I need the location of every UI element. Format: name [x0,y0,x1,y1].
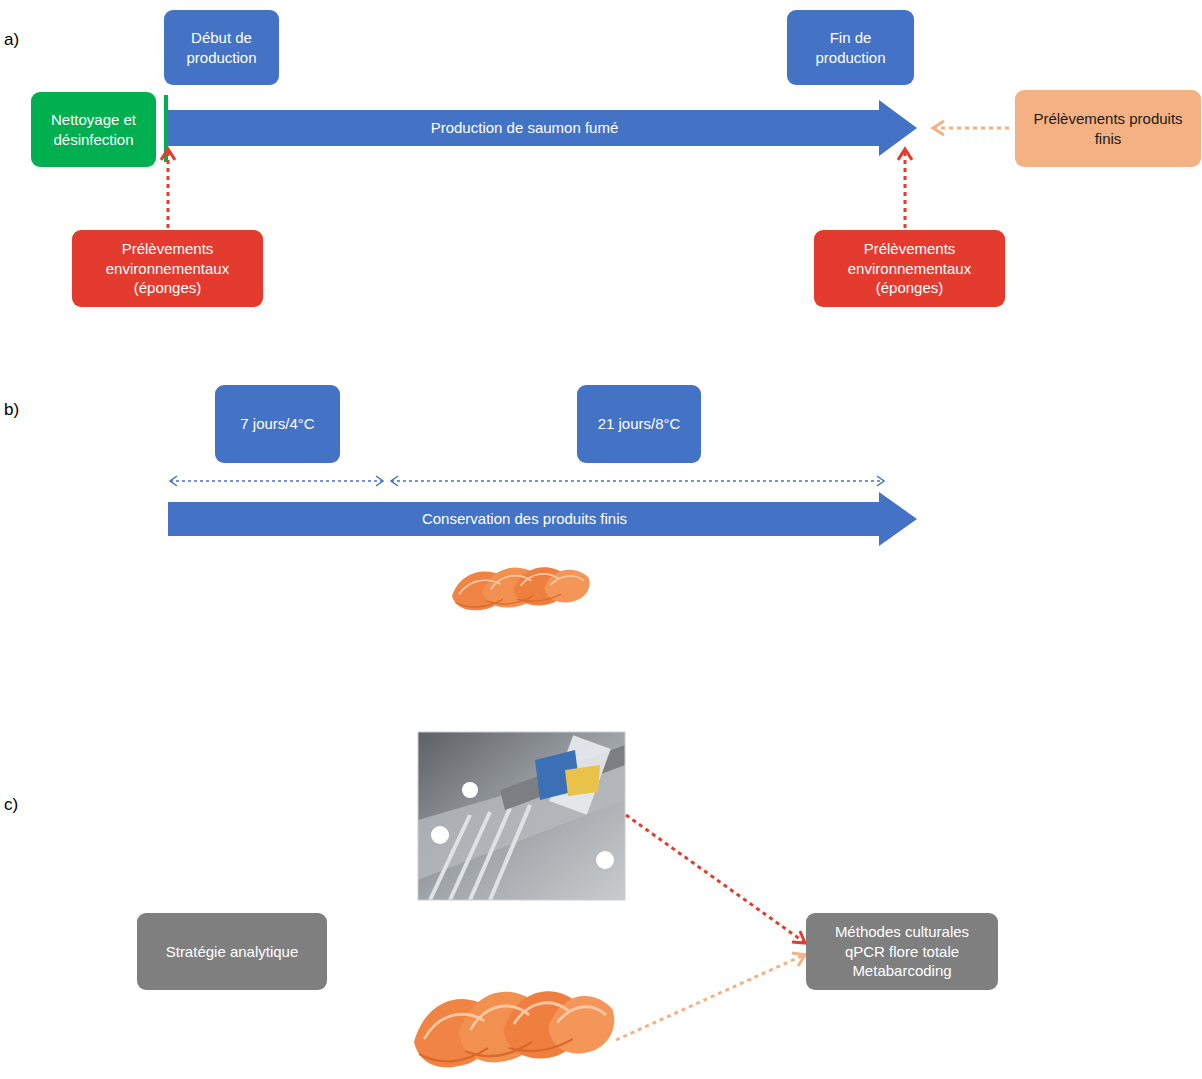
text-wrap: Stratégie analytique [166,942,299,962]
node-text: Début de production [172,28,271,67]
cleaning-box: Nettoyage et désinfection [31,92,156,167]
text-wrap: 7 jours/4°C [240,414,314,434]
arrow-head [898,149,912,160]
text-wrap: Méthodes culturales qPCR flore totale Me… [814,922,990,981]
process-band: Conservation des produits finis [168,492,917,546]
sampling-box: Prélèvements environnementaux (éponges) [814,230,1005,307]
text-wrap: Nettoyage et désinfection [39,110,148,149]
node-text: 21 jours/8°C [598,414,681,434]
node-text: 7 jours/4°C [240,414,314,434]
text-wrap: Prélèvements environnementaux (éponges) [80,239,255,298]
analysis-box: Stratégie analytique [137,913,327,990]
text-wrap: Production de saumon fumé [431,118,619,138]
node-text: Prélèvements environnementaux (éponges) [822,239,997,298]
stage-box: Fin de production [787,10,914,85]
analysis-box: Méthodes culturales qPCR flore totale Me… [806,913,998,990]
stage-box: Début de production [164,10,279,85]
node-text: Méthodes culturales qPCR flore totale Me… [814,922,990,981]
arrow-head [933,121,944,135]
node-text: Prélèvements produits finis [1023,109,1193,148]
node-text: Stratégie analytique [166,942,299,962]
text-wrap: Prélèvements produits finis [1023,109,1193,148]
node-text: Fin de production [795,28,906,67]
text-wrap: 21 jours/8°C [598,414,681,434]
node-text: Nettoyage et désinfection [39,110,148,149]
text-wrap: Conservation des produits finis [422,509,627,529]
panel-label: a) [4,30,19,50]
process-band: Production de saumon fumé [168,100,917,156]
sampling-box: Prélèvements produits finis [1015,90,1201,167]
dotted-arrow [933,127,1009,130]
panel-label: b) [4,400,19,420]
dotted-arrow [904,149,907,228]
panel-label: c) [4,795,18,815]
node-text: Prélèvements environnementaux (éponges) [80,239,255,298]
sampling-box: Prélèvements environnementaux (éponges) [72,230,263,307]
dotted-arrow [167,149,170,228]
node-text: Production de saumon fumé [431,118,619,138]
text-wrap: Fin de production [795,28,906,67]
storage-box: 21 jours/8°C [577,385,701,463]
arrow-head [161,149,175,160]
text-wrap: Prélèvements environnementaux (éponges) [822,239,997,298]
storage-box: 7 jours/4°C [215,385,340,463]
text-wrap: Début de production [172,28,271,67]
node-text: Conservation des produits finis [422,509,627,529]
